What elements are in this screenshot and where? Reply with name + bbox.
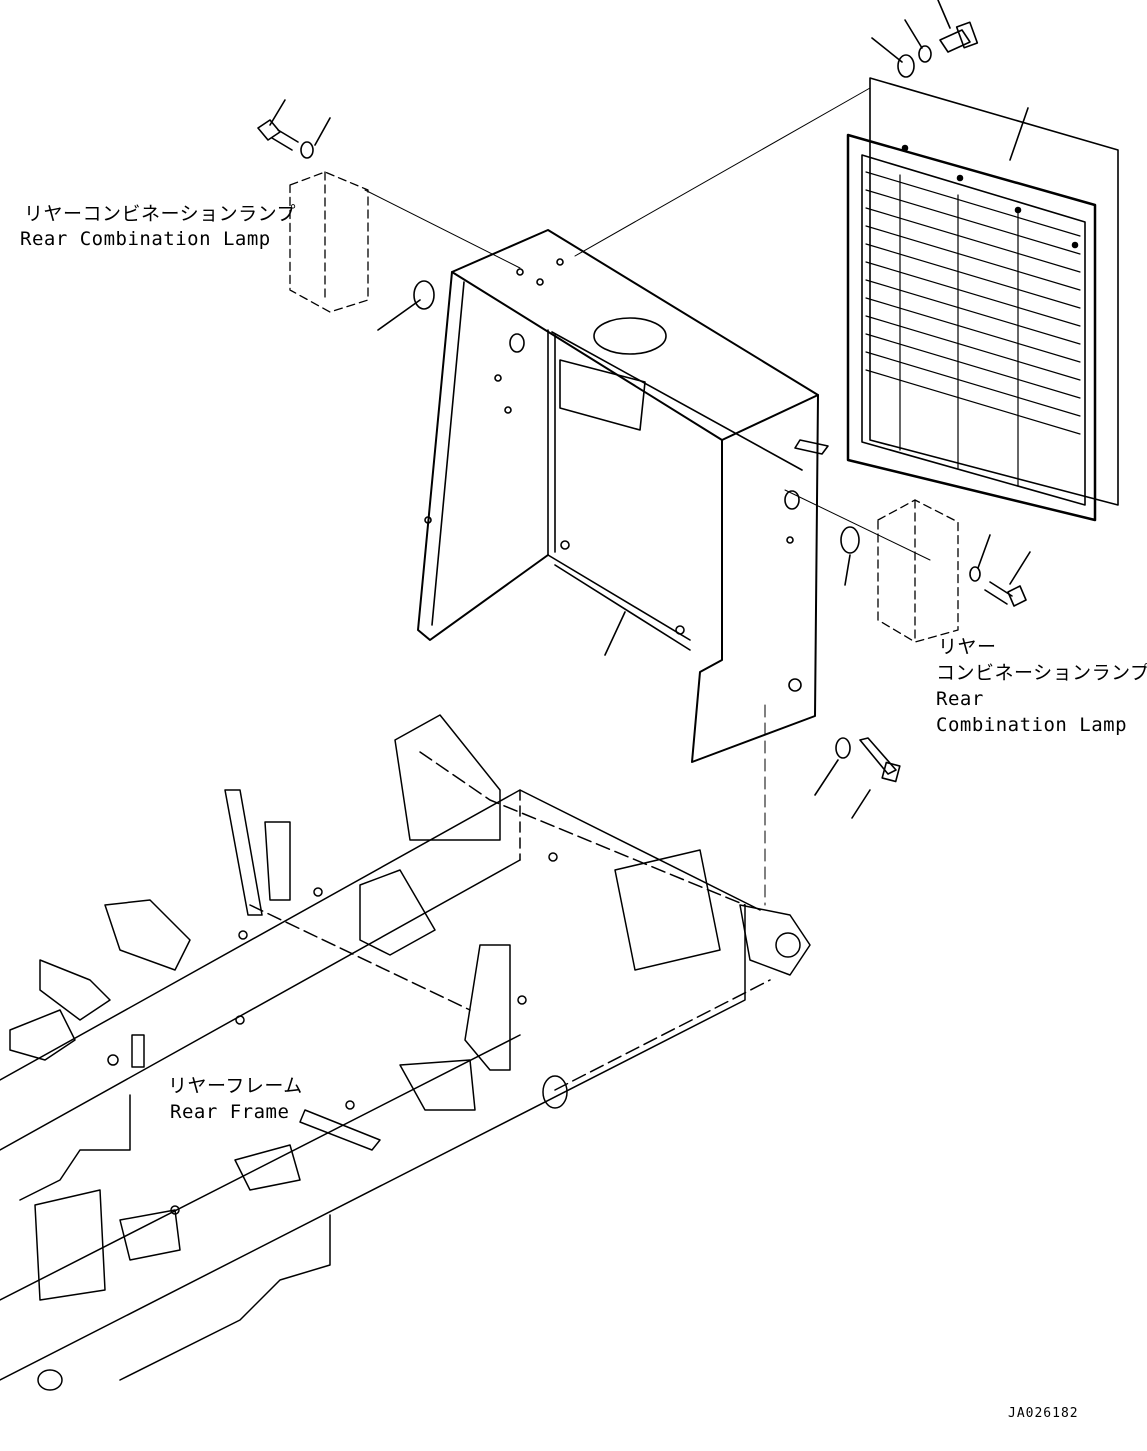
rear-grille [846,77,1119,522]
lamp-right-bolt [784,489,1031,607]
lamp-left-bolt [257,99,435,331]
lamp-right-label-jp-line2: コンビネーションランプ [936,662,1147,684]
drawing-code: JA026182 [1008,1406,1079,1421]
grille-bolt [871,0,1029,161]
rear-housing [417,229,829,906]
lamp-right-label-en-line1: Rear [936,688,984,710]
rear-frame-label-jp: リヤーフレーム [168,1075,303,1097]
lamp-left-drawing [289,171,369,313]
lamp-right-label-en-line2: Combination Lamp [936,714,1128,736]
lamp-right-label-jp-line1: リヤー [938,636,997,658]
lamp-left-label-jp: リヤーコンビネーションランプ [24,203,297,225]
lamp-left-label-en: Rear Combination Lamp [20,228,271,250]
housing-bolt [604,611,901,819]
lamp-right-drawing [877,499,959,643]
rear-frame-label-en: Rear Frame [170,1101,290,1123]
rear-frame-drawing [0,714,811,1391]
